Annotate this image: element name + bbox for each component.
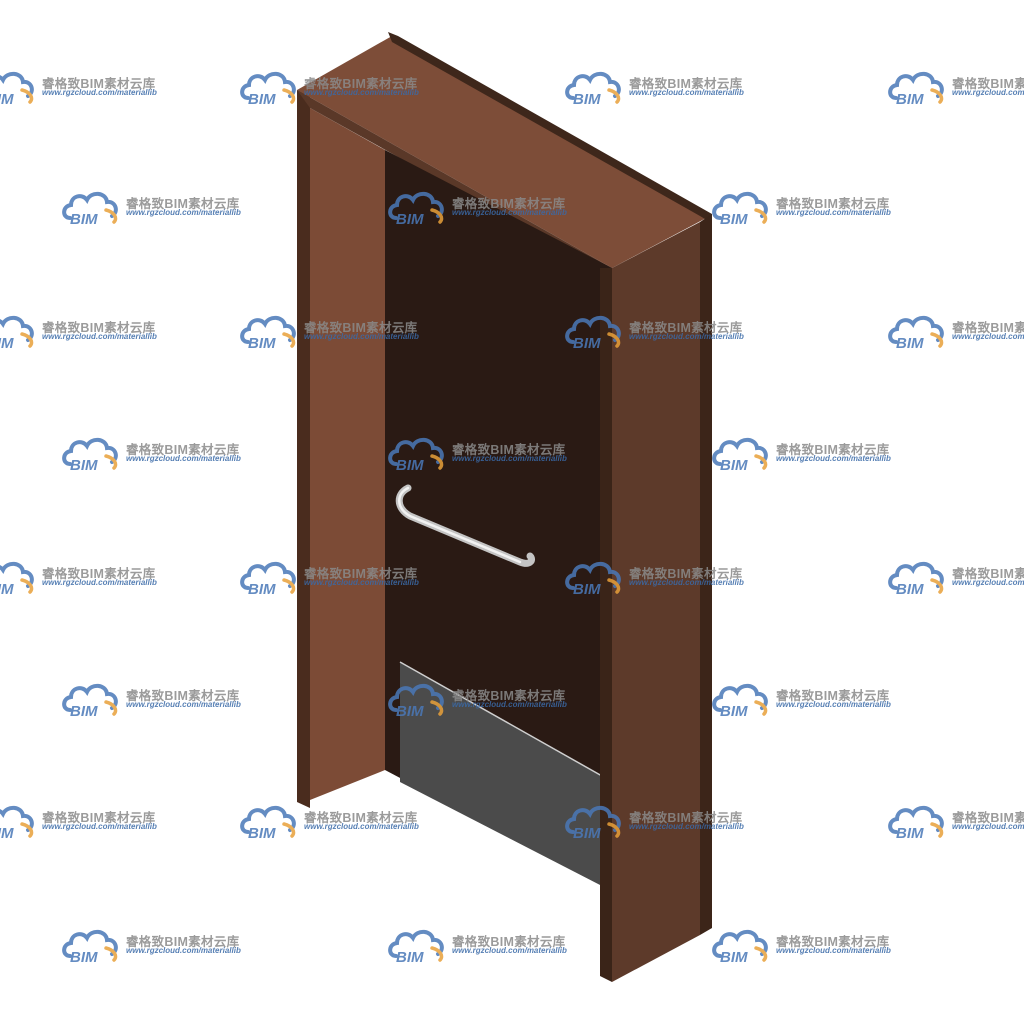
pull-handle-highlight [398, 486, 522, 564]
kick-plate-edge [399, 661, 603, 777]
kick-plate [400, 662, 602, 886]
head-back-edge [388, 32, 712, 222]
left-jamb-edge [297, 90, 310, 808]
left-jamb-side [310, 108, 385, 800]
head-top-face [297, 36, 710, 268]
right-jamb-edge [600, 268, 612, 982]
right-jamb-back-strip [700, 214, 712, 935]
right-jamb-side [612, 222, 700, 982]
